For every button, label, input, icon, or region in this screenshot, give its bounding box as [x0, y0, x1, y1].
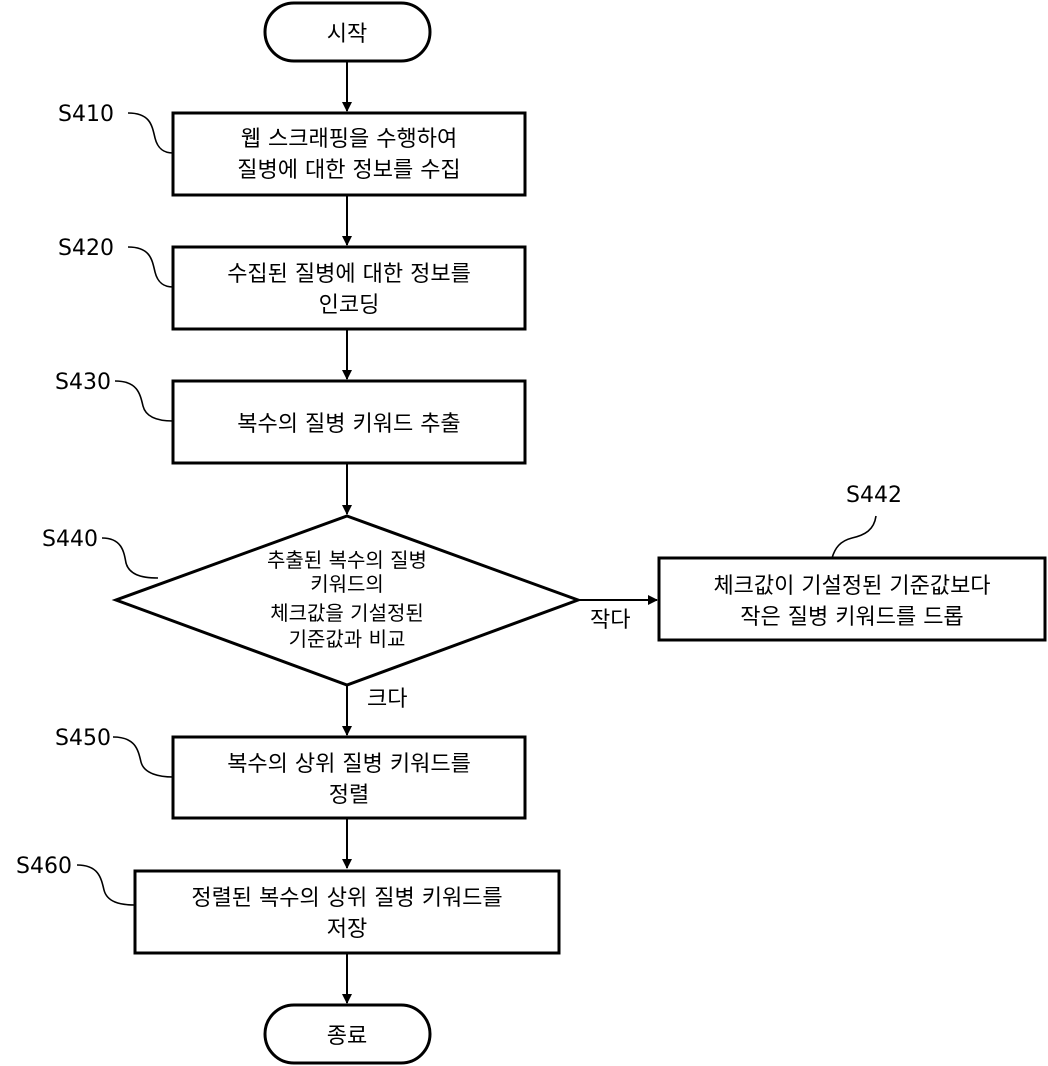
step-text-s420-line2: 인코딩 [319, 293, 380, 318]
step-id-s460: S460 [16, 854, 72, 879]
end-terminal: 종료 [263, 1003, 432, 1065]
leader-s440 [101, 537, 159, 579]
step-text-s460-line1: 정렬된 복수의 상위 질병 키워드를 [191, 886, 502, 911]
decision-text-line1: 추출된 복수의 질병 [267, 548, 427, 572]
step-text-s442-line2: 작은 질병 키워드를 드롭 [740, 605, 963, 630]
branch-label-smaller: 작다 [590, 608, 630, 633]
decision-text-line3: 체크값을 기설정된 [270, 601, 424, 625]
decision-text-line2: 키워드의 [310, 572, 384, 596]
branch-label-larger: 크다 [367, 687, 407, 712]
leader-s450 [112, 736, 174, 778]
step-text-s442-line1: 체크값이 기설정된 기준값보다 [713, 574, 990, 599]
decision-s440: S440 추출된 복수의 질병 키워드의 체크값을 기설정된 기준값과 비교 작… [42, 514, 630, 712]
step-text-s420-line1: 수집된 질병에 대한 정보를 [227, 262, 471, 287]
start-terminal: 시작 [263, 1, 432, 63]
step-id-s450: S450 [55, 726, 111, 751]
step-s450: S450 복수의 상위 질병 키워드를 정렬 [55, 726, 527, 820]
decision-text-line4: 기준값과 비교 [289, 627, 406, 651]
step-id-s430: S430 [55, 370, 111, 395]
step-s410: S410 웹 스크래핑을 수행하여 질병에 대한 정보를 수집 [58, 102, 527, 197]
step-id-s440: S440 [42, 527, 98, 552]
leader-s460 [76, 864, 136, 906]
step-text-s460-line2: 저장 [327, 917, 367, 942]
leader-s442 [831, 515, 877, 559]
leader-s410 [127, 112, 174, 154]
step-id-s442: S442 [846, 483, 902, 508]
leader-s430 [114, 380, 174, 422]
step-s442: S442 체크값이 기설정된 기준값보다 작은 질병 키워드를 드롭 [657, 483, 1047, 642]
step-id-s410: S410 [58, 102, 114, 127]
leader-s420 [127, 246, 174, 288]
step-text-s450-line2: 정렬 [329, 783, 369, 808]
step-id-s420: S420 [58, 236, 114, 261]
step-text-s410-line1: 웹 스크래핑을 수행하여 [241, 127, 457, 152]
step-s430: S430 복수의 질병 키워드 추출 [55, 370, 527, 465]
start-label: 시작 [327, 22, 367, 47]
end-label: 종료 [327, 1024, 367, 1049]
step-text-s410-line2: 질병에 대한 정보를 수집 [237, 158, 460, 183]
step-text-s450-line1: 복수의 상위 질병 키워드를 [227, 752, 471, 777]
step-text-s430-line1: 복수의 질병 키워드 추출 [237, 412, 460, 437]
step-s460: S460 정렬된 복수의 상위 질병 키워드를 저장 [16, 854, 561, 955]
step-s420: S420 수집된 질병에 대한 정보를 인코딩 [58, 236, 527, 331]
